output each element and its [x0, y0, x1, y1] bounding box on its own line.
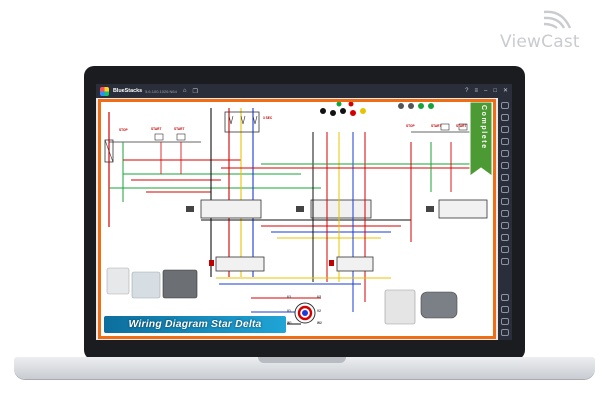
timer-label: 3 SEC: [263, 116, 273, 120]
folder-icon[interactable]: [501, 174, 509, 181]
start-label-right-2: START: [456, 124, 467, 128]
laptop-notch: [258, 357, 346, 363]
start-label-left-1: START: [151, 127, 162, 131]
window-controls: ? ≡ – □ ✕: [465, 84, 508, 98]
laptop-base: [14, 357, 595, 379]
diagram-title: Wiring Diagram Star Delta: [128, 319, 262, 330]
macro-icon[interactable]: [501, 198, 509, 205]
multi-instance-icon[interactable]: ❐: [192, 88, 198, 95]
viewcast-logo: ViewCast: [500, 6, 596, 52]
terminal-v1: V1: [287, 309, 291, 313]
wiring-diagram[interactable]: Complete STOP START START 3 SEC STOP STA…: [101, 102, 493, 336]
start-label-right-1: START: [431, 124, 442, 128]
complete-ribbon-label: Complete: [480, 105, 487, 150]
back-icon[interactable]: [501, 306, 509, 313]
settings-icon[interactable]: [501, 294, 509, 301]
diagram-drawing: [104, 102, 493, 325]
app-content: Complete STOP START START 3 SEC STOP STA…: [98, 99, 496, 339]
app-name: BlueStacks: [113, 88, 143, 94]
emulator-toolbar: [498, 98, 512, 340]
app-version: 5.6.100.1026 N64: [145, 88, 177, 94]
start-label-left-2: START: [174, 127, 185, 131]
shake-icon[interactable]: [501, 234, 509, 241]
wifi-arcs-icon: [543, 10, 572, 29]
terminal-u2: U2: [317, 295, 322, 299]
volume-down-icon[interactable]: [501, 126, 509, 133]
screenshot-icon[interactable]: [501, 186, 509, 193]
multi-instance-sidebar-icon[interactable]: [501, 210, 509, 217]
minimize-icon[interactable]: –: [484, 88, 488, 94]
viewcast-wordmark: ViewCast: [500, 32, 580, 52]
eco-mode-icon[interactable]: [501, 258, 509, 265]
terminal-w2: W2: [317, 321, 322, 325]
maximize-icon[interactable]: □: [493, 88, 497, 94]
emulator-titlebar: BlueStacks 5.6.100.1026 N64 ⌂ ❐ ? ≡ – □ …: [96, 84, 512, 98]
close-icon[interactable]: ✕: [502, 88, 508, 94]
location-icon[interactable]: [501, 246, 509, 253]
menu-icon[interactable]: ≡: [474, 88, 478, 94]
terminal-w1: W1: [287, 321, 292, 325]
screen-record-icon[interactable]: [501, 138, 509, 145]
home-icon[interactable]: ⌂: [182, 88, 187, 94]
bluestacks-logo-icon: [100, 86, 109, 96]
title-banner: Wiring Diagram Star Delta: [103, 315, 287, 334]
stop-label-right: STOP: [406, 124, 415, 128]
home-sidebar-icon[interactable]: [501, 318, 509, 325]
recent-apps-icon[interactable]: [501, 329, 509, 336]
volume-up-icon[interactable]: [501, 114, 509, 121]
laptop-screen: BlueStacks 5.6.100.1026 N64 ⌂ ❐ ? ≡ – □ …: [96, 84, 512, 340]
stop-label-left: STOP: [119, 128, 128, 132]
terminal-u1: U1: [287, 295, 292, 299]
install-apk-icon[interactable]: [501, 162, 509, 169]
help-icon[interactable]: ?: [465, 88, 469, 94]
keyboard-icon[interactable]: [501, 150, 509, 157]
expand-icon[interactable]: [501, 102, 509, 109]
rotate-icon[interactable]: [501, 222, 509, 229]
terminal-v2: V2: [317, 309, 321, 313]
